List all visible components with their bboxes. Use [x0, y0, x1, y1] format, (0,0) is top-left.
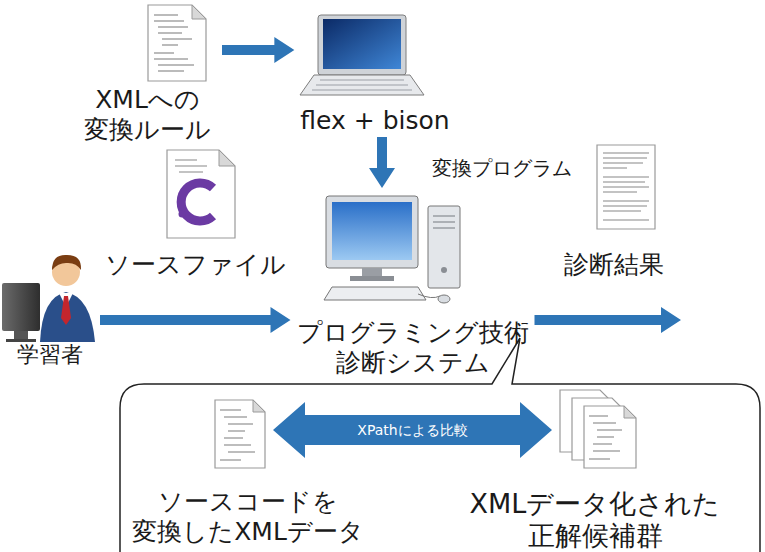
computer-icon — [326, 196, 418, 268]
laptop-icon — [300, 15, 424, 95]
node-label: ソースファイル — [105, 250, 286, 280]
learner-icon — [61, 296, 71, 325]
computer-icon — [324, 196, 460, 303]
source-file-icon — [181, 183, 213, 221]
xml-documents-stack-icon — [560, 390, 636, 468]
rule-file: XMLへの 変換ルール — [75, 2, 220, 142]
node-label: XMLデータ化された 正解候補群 — [470, 488, 721, 552]
laptop-icon — [323, 19, 401, 69]
computer-icon — [428, 206, 460, 288]
xml-documents-stack-icon — [584, 406, 636, 468]
source-file-icon — [219, 150, 235, 166]
flow-arrow — [100, 307, 291, 333]
answer-candidates: XMLデータ化された 正解候補群 — [430, 385, 760, 552]
flow-arrow — [535, 307, 682, 333]
learner: 学習者 — [2, 250, 98, 368]
computer-icon — [438, 295, 450, 303]
comparison-arrow — [273, 402, 552, 458]
edge-label: 変換プログラム — [432, 156, 572, 180]
source-file-icon — [179, 211, 186, 218]
node-label: 診断結果 — [564, 250, 664, 280]
result-document-icon — [603, 153, 649, 220]
source-file: ソースファイル — [101, 148, 290, 282]
learner-icon — [14, 331, 28, 339]
result-document-icon — [597, 145, 655, 229]
diagnosis-system: プログラミング技術 診断システム — [293, 190, 533, 385]
source-file-icon — [167, 150, 235, 238]
node-label: 学習者 — [17, 342, 83, 368]
flow-arrow — [222, 37, 294, 63]
node-label: XMLへの 変換ルール — [84, 85, 211, 145]
learner-icon — [52, 255, 81, 270]
laptop-icon — [300, 75, 424, 95]
source-file-icon — [175, 160, 207, 172]
computer-icon — [441, 267, 447, 273]
computer-icon — [350, 276, 394, 281]
xml-document-icon — [253, 400, 265, 412]
edge-label: XPathによる比較 — [357, 422, 467, 439]
learner-icon — [40, 292, 95, 342]
xml-documents-stack-icon — [589, 416, 622, 459]
xml-documents-stack-icon — [624, 406, 636, 418]
learner-icon — [2, 255, 95, 342]
computer-icon — [324, 287, 426, 300]
document-icon — [148, 5, 206, 81]
source-file-icon — [167, 150, 235, 238]
xml-document-icon — [220, 410, 255, 460]
learner-icon — [2, 283, 40, 331]
computer-icon — [362, 268, 382, 276]
flow-arrow — [369, 137, 395, 188]
computer-icon — [332, 202, 412, 260]
document-icon — [154, 15, 194, 71]
result-document-icon — [597, 145, 655, 229]
computer-icon — [418, 294, 440, 298]
node-label: flex + bison — [300, 106, 449, 136]
node-label: プログラミング技術 診断システム — [297, 318, 529, 378]
laptop-icon — [312, 80, 412, 90]
xml-document-icon — [215, 400, 265, 468]
laptop-icon — [318, 15, 406, 75]
tool-laptop: flex + bison — [296, 10, 453, 135]
document-icon — [192, 5, 206, 19]
learner-icon — [6, 339, 36, 342]
document-icon — [148, 5, 206, 81]
node-label: ソースコードを 変換したXMLデータ — [132, 487, 364, 547]
xml-document-icon — [215, 400, 265, 468]
converted-xml: ソースコードを 変換したXMLデータ — [128, 395, 368, 552]
computer-icon — [433, 216, 455, 228]
